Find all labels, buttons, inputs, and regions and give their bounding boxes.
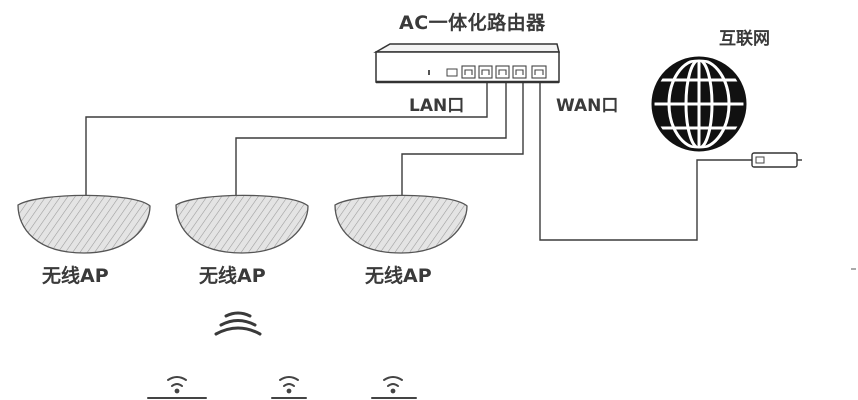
access-point-label: 无线AP xyxy=(199,265,266,287)
router-icon xyxy=(373,43,560,84)
wifi-device-icon xyxy=(371,376,417,399)
wifi-signal-icon xyxy=(214,311,262,336)
wan-port-label: WAN口 xyxy=(556,96,619,116)
wifi-device-icon xyxy=(147,376,207,399)
wifi-device-icon xyxy=(271,376,307,399)
globe-icon xyxy=(651,56,747,152)
wan-cable xyxy=(539,78,752,241)
access-point-label: 无线AP xyxy=(365,265,432,287)
router-title: AC一体化路由器 xyxy=(399,12,546,34)
access-point-icon xyxy=(17,194,151,254)
access-point-label: 无线AP xyxy=(42,265,109,287)
modem-icon xyxy=(751,152,802,168)
lan-cable-ap-3 xyxy=(401,78,524,196)
connection-lines xyxy=(85,78,752,241)
router-ports xyxy=(461,65,547,79)
lan-cable-ap-1 xyxy=(85,78,488,196)
access-point-icon xyxy=(334,194,468,254)
lan-cable-ap-2 xyxy=(235,78,507,196)
lan-port-label: LAN口 xyxy=(409,96,465,116)
access-point-icon xyxy=(175,194,309,254)
internet-label: 互联网 xyxy=(719,29,770,49)
